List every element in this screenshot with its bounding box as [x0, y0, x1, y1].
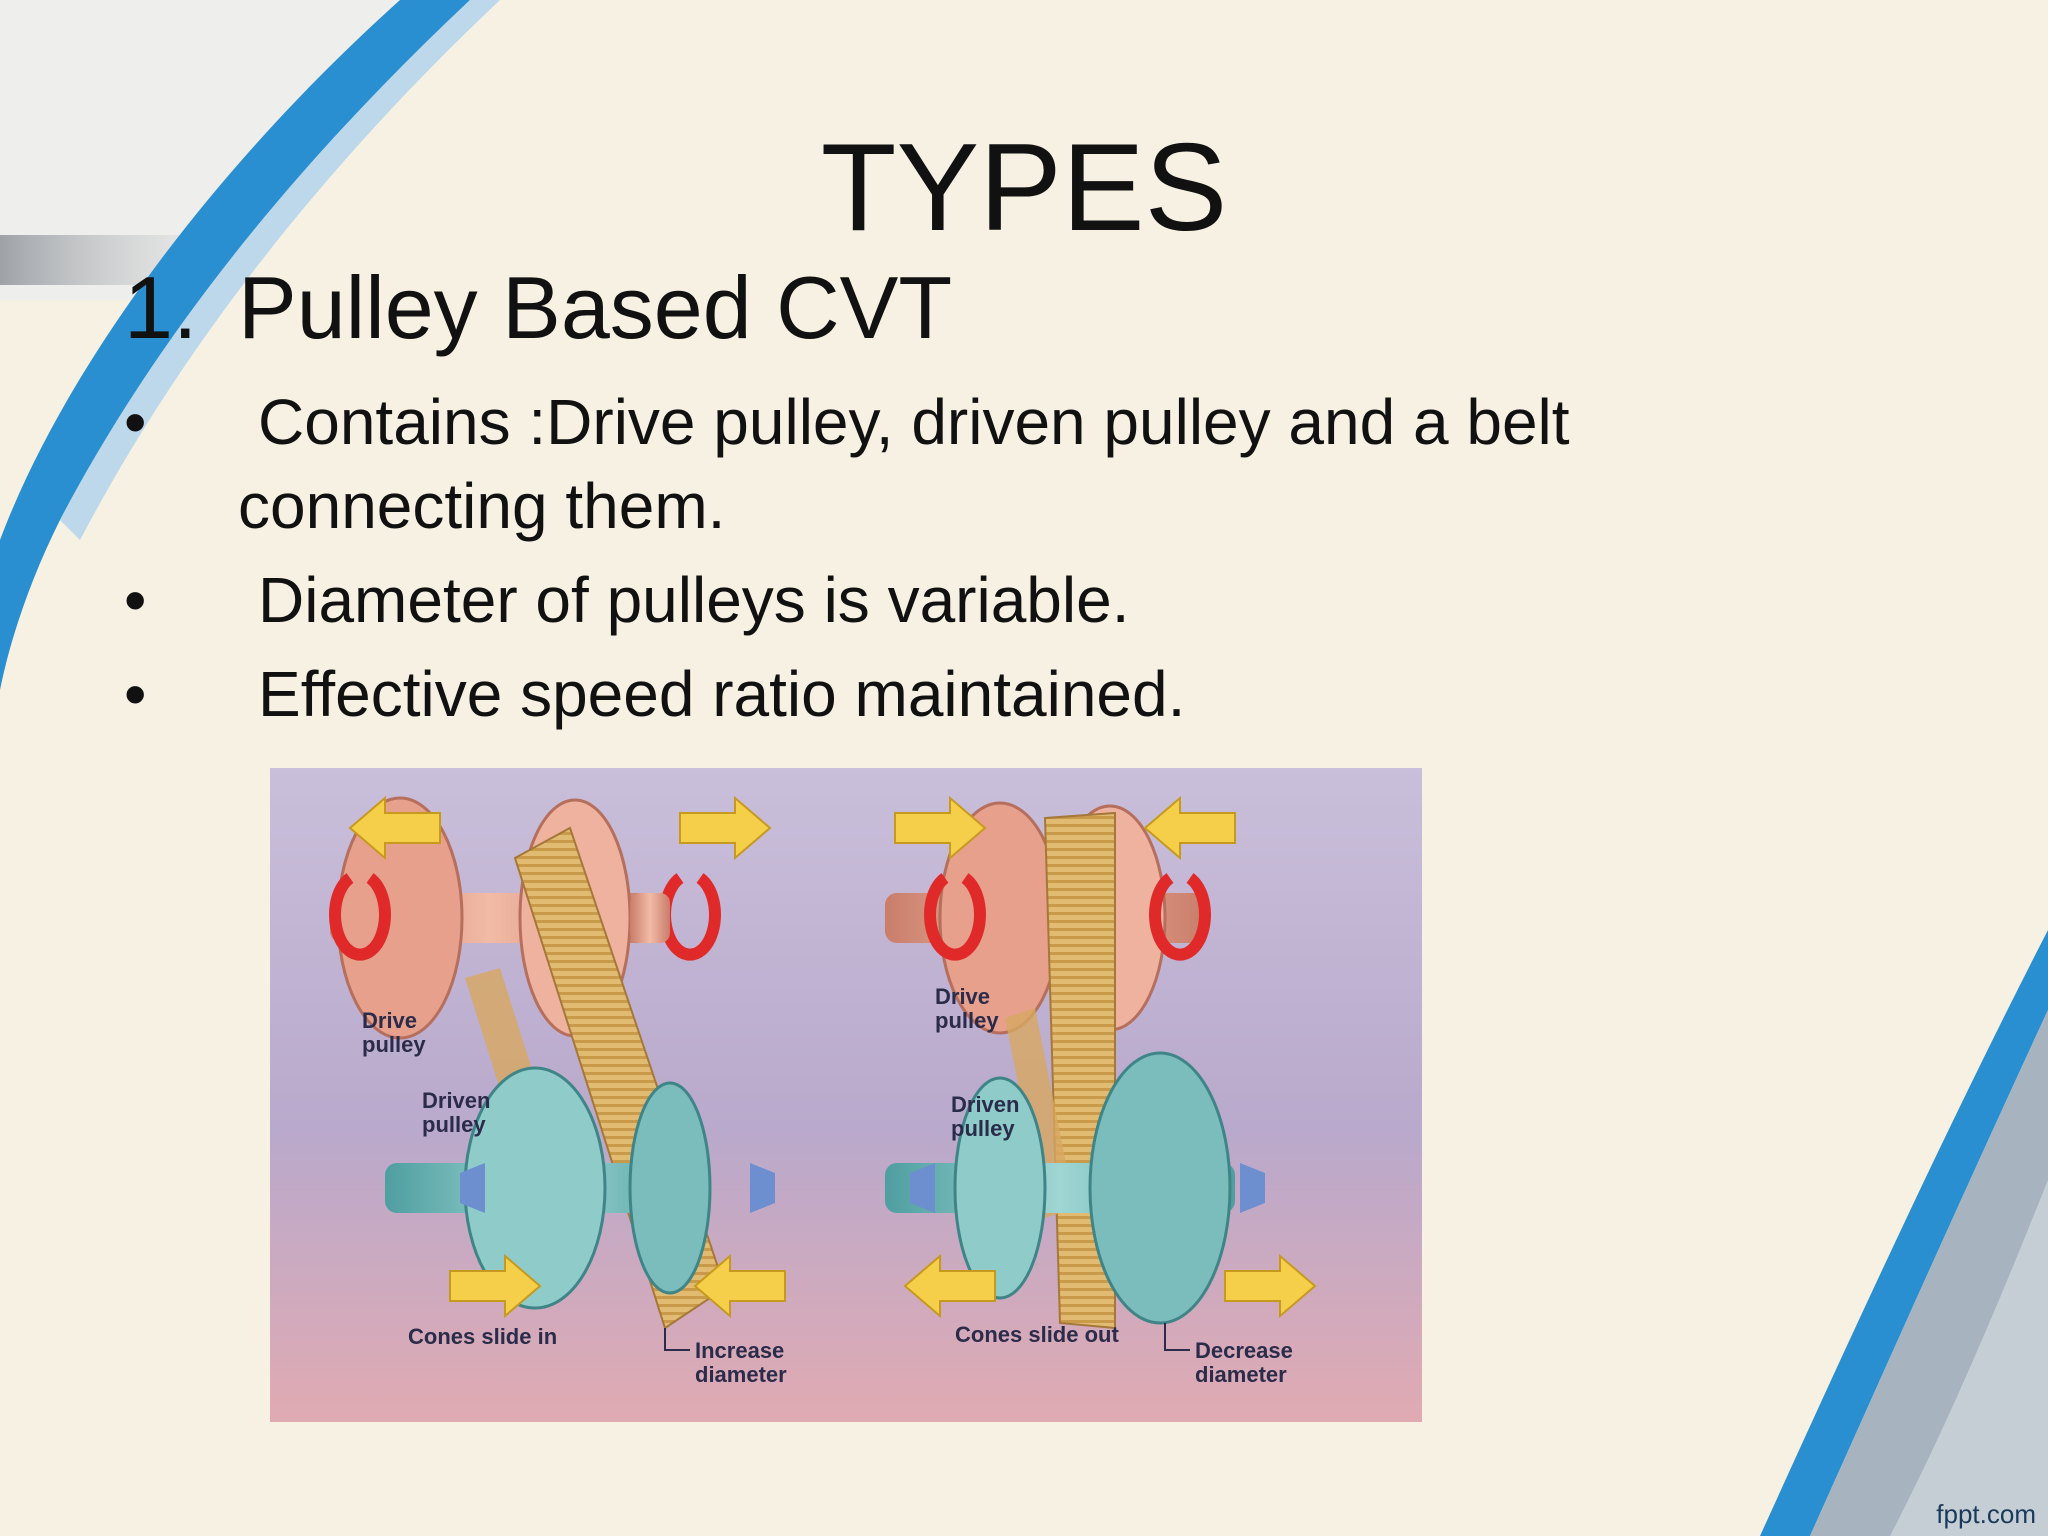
- right-driven-label-2: pulley: [951, 1116, 1015, 1141]
- left-driven-label-1: Driven: [422, 1088, 490, 1113]
- left-diameter-label-1: Increase: [695, 1338, 784, 1363]
- right-driven-label-1: Driven: [951, 1092, 1019, 1117]
- right-drive-label-1: Drive: [935, 984, 990, 1009]
- right-cvt-panel: Drive pulley Driven pulley Cones slide o…: [885, 795, 1317, 1387]
- bullet-item: • Contains :Drive pulley, driven pulley …: [124, 380, 1798, 548]
- brand-watermark: fppt.com: [1936, 1499, 2036, 1529]
- bullet-dot: •: [124, 386, 147, 458]
- bullet-text: Effective speed ratio maintained.: [258, 658, 1186, 730]
- right-drive-label-2: pulley: [935, 1008, 999, 1033]
- left-drive-label-1: Drive: [362, 1008, 417, 1033]
- cvt-pulley-illustration: Drive pulley Driven pulley Cones slide i…: [270, 768, 1422, 1422]
- bullet-item: • Effective speed ratio maintained.: [124, 652, 1724, 736]
- bullet-text: Diameter of pulleys is variable.: [258, 564, 1130, 636]
- bullet-dot: •: [124, 564, 147, 636]
- figure-background: [270, 768, 1422, 1422]
- right-diameter-label-1: Decrease: [1195, 1338, 1293, 1363]
- left-driven-label-2: pulley: [422, 1112, 486, 1137]
- left-drive-label-2: pulley: [362, 1032, 426, 1057]
- heading-number: 1.: [124, 258, 198, 357]
- slide-title: TYPES: [820, 119, 1228, 257]
- right-cones-label: Cones slide out: [955, 1322, 1119, 1347]
- bullet-list: • Contains :Drive pulley, driven pulley …: [124, 380, 1724, 746]
- bullet-item: • Diameter of pulleys is variable.: [124, 558, 1724, 642]
- bullet-dot: •: [124, 658, 147, 730]
- heading-text: Pulley Based CVT: [238, 258, 953, 357]
- section-heading: 1. Pulley Based CVT: [124, 258, 952, 358]
- right-diameter-label-2: diameter: [1195, 1362, 1287, 1387]
- left-diameter-label-2: diameter: [695, 1362, 787, 1387]
- left-cones-label: Cones slide in: [408, 1324, 557, 1349]
- bullet-text: Contains :Drive pulley, driven pulley an…: [238, 386, 1570, 542]
- left-cvt-panel: Drive pulley Driven pulley Cones slide i…: [329, 795, 787, 1387]
